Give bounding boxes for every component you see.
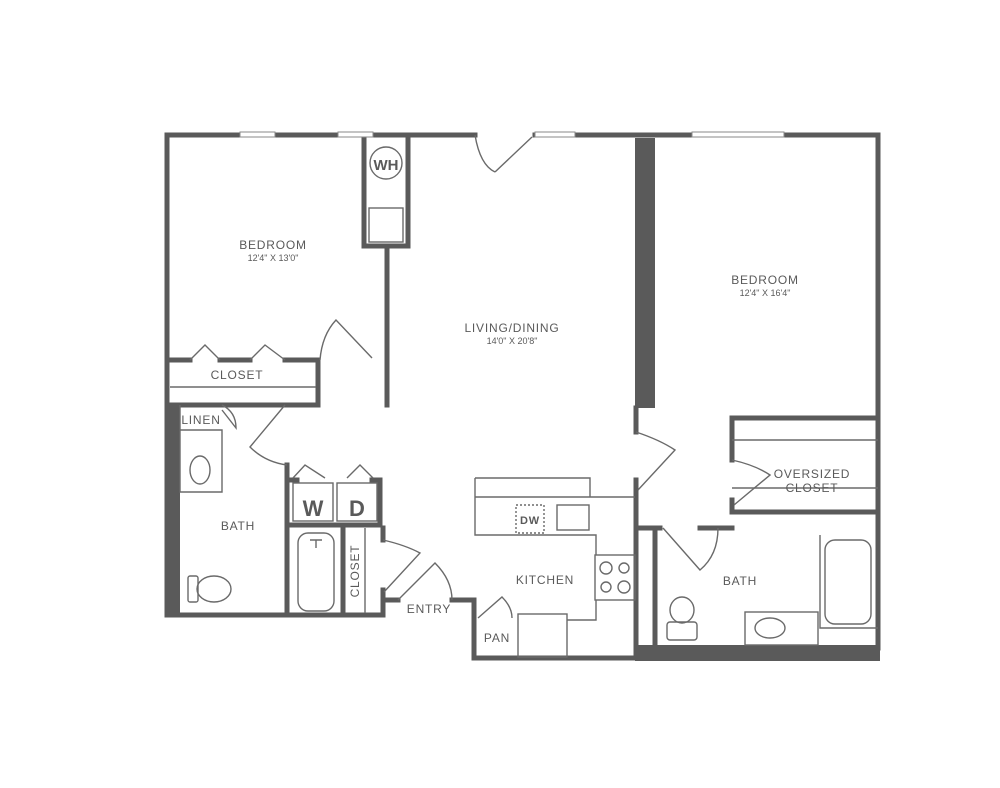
bedroom1-name: BEDROOM: [239, 238, 307, 252]
doors[interactable]: [189, 134, 772, 619]
kitchen-label: KITCHEN: [516, 573, 574, 587]
living-name: LIVING/DINING: [464, 321, 559, 335]
bath2-label: BATH: [723, 574, 757, 588]
bedroom2-name: BEDROOM: [731, 273, 799, 287]
walls: [164, 132, 881, 661]
bath1-label: BATH: [221, 519, 255, 533]
dryer-label: D: [349, 496, 365, 521]
living-dims: 14'0" X 20'8": [487, 336, 538, 346]
windows: [239, 131, 785, 138]
linen-label: LINEN: [181, 413, 220, 427]
bedroom2-dims: 12'4" X 16'4": [740, 288, 791, 298]
entry-label: ENTRY: [407, 602, 451, 616]
water-heater-label: WH: [374, 157, 399, 174]
bedroom1-dims: 12'4" X 13'0": [248, 253, 299, 263]
pantry-label: PAN: [484, 631, 510, 645]
washer-label: W: [303, 496, 324, 521]
closet2-label: CLOSET: [348, 545, 362, 598]
room-labels: BEDROOM 12'4" X 13'0" LIVING/DINING 14'0…: [181, 238, 851, 645]
oversized-closet-label-2: CLOSET: [786, 481, 839, 495]
closet1-label: CLOSET: [211, 368, 264, 382]
fixtures: WH W D DW: [187, 146, 872, 658]
dishwasher-label: DW: [520, 515, 540, 527]
oversized-closet-label-1: OVERSIZED: [774, 467, 851, 481]
